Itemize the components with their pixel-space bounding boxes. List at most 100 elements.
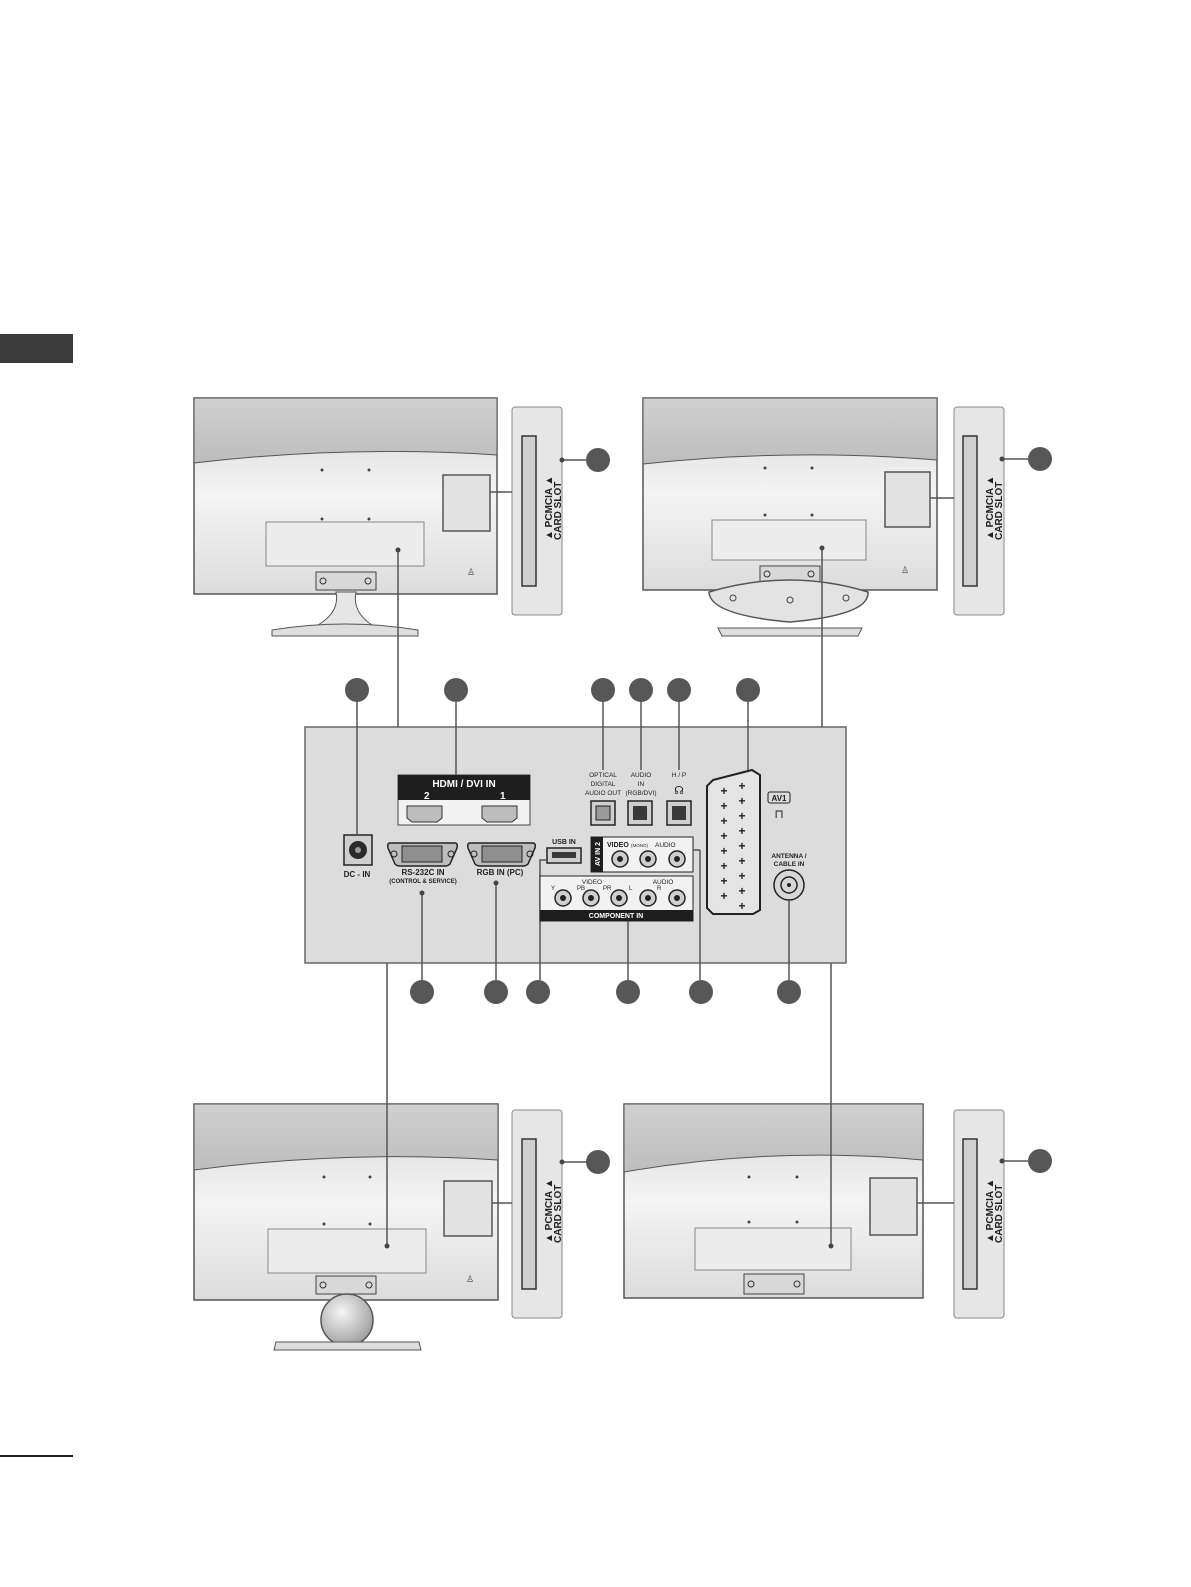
svg-text:+: + — [738, 854, 745, 868]
pcmcia-callout-1: ▲ PCMCIA ▲ CARD SLOT — [490, 406, 610, 616]
svg-text:♙: ♙ — [466, 1274, 474, 1284]
av1-label: AV1 — [772, 794, 788, 803]
tv-rear-view-4 — [623, 1103, 924, 1299]
headphone-icon: ☊ — [674, 785, 684, 797]
pcmcia-label-line2: CARD SLOT — [994, 482, 1005, 540]
svg-text:+: + — [738, 869, 745, 883]
pcmcia-label-line1: ▲ PCMCIA ▲ — [544, 1179, 555, 1243]
pcmcia-label-line1: ▲ PCMCIA ▲ — [544, 476, 555, 540]
antenna-label-line2: CABLE IN — [774, 861, 805, 868]
component-y-label: Y — [551, 886, 555, 892]
svg-text:+: + — [738, 884, 745, 898]
section-tab — [0, 334, 73, 363]
tv-rear-view-2: ♙ — [642, 397, 938, 637]
svg-text:+: + — [738, 824, 745, 838]
pcmcia-callout-3: ▲ PCMCIA ▲ CARD SLOT — [492, 1109, 610, 1319]
pcmcia-label-line1: ▲ PCMCIA ▲ — [985, 476, 996, 540]
callout-marker — [410, 980, 434, 1004]
callout-marker — [616, 980, 640, 1004]
pcmcia-label-line2: CARD SLOT — [994, 1185, 1005, 1243]
av-in-2-label: AV IN 2 — [595, 842, 602, 866]
rgb-in-label: RGB IN (PC) — [477, 868, 524, 877]
hdmi-port-2-label: 2 — [424, 791, 430, 802]
av-video-label: VIDEO — [607, 842, 629, 849]
svg-text:+: + — [720, 889, 727, 903]
av-audio-label: AUDIO — [655, 842, 676, 849]
component-pb-label: PB — [577, 886, 585, 892]
svg-text:+: + — [738, 779, 745, 793]
dc-in-label: DC - IN — [344, 870, 371, 879]
pcmcia-callout-2: ▲ PCMCIA ▲ CARD SLOT — [930, 406, 1052, 616]
svg-text:♙: ♙ — [467, 567, 475, 577]
scart-av1-connector[interactable]: ++ ++ ++ ++ ++ ++ ++ ++ + — [706, 702, 761, 915]
rs232c-label-line2: (CONTROL & SERVICE) — [389, 879, 456, 885]
rgb-in-port[interactable] — [467, 842, 536, 867]
av-mono-label: (MONO) — [631, 843, 648, 848]
tv-rear-view-3: ♙ — [193, 1103, 499, 1351]
pcmcia-label-line1: ▲ PCMCIA ▲ — [985, 1179, 996, 1243]
usb-in-label: USB IN — [552, 839, 576, 846]
component-r-label: R — [657, 886, 662, 892]
rear-connection-panel: HDMI / DVI IN 2 1 OPTICAL DIGITAL AUDIO … — [304, 702, 847, 980]
hdmi-dvi-in-group: HDMI / DVI IN 2 1 — [397, 702, 531, 826]
bottom-callout-markers — [410, 980, 801, 1004]
hdmi-2-port[interactable] — [406, 805, 443, 823]
component-pr-label: PR — [603, 886, 612, 892]
svg-text:+: + — [720, 859, 727, 873]
optical-label-line2: DIGITAL — [591, 781, 616, 788]
callout-marker — [1028, 1149, 1052, 1173]
callout-marker — [484, 980, 508, 1004]
callout-marker — [591, 678, 615, 702]
svg-text:+: + — [720, 874, 727, 888]
component-l-label: L — [629, 886, 633, 892]
callout-marker — [586, 1150, 610, 1174]
callout-marker — [629, 678, 653, 702]
hdmi-port-1-label: 1 — [500, 791, 506, 802]
svg-text:♙: ♙ — [901, 565, 909, 575]
av-in-2-group: AV IN 2 VIDEO (MONO) AUDIO — [590, 836, 701, 980]
audio-in-label-line2: IN — [638, 781, 645, 788]
audio-in-label-line1: AUDIO — [631, 772, 652, 779]
svg-text:+: + — [738, 809, 745, 823]
svg-text:+: + — [738, 794, 745, 808]
pcmcia-label-line2: CARD SLOT — [553, 1185, 564, 1243]
scart-icon: ⊓ — [774, 807, 783, 821]
page-footer-rule — [0, 1455, 73, 1457]
pcmcia-callout-4: ▲ PCMCIA ▲ CARD SLOT — [917, 1109, 1052, 1319]
rs232c-port[interactable] — [387, 842, 458, 867]
svg-text:+: + — [720, 844, 727, 858]
hdmi-1-port[interactable] — [481, 805, 518, 823]
callout-marker — [586, 448, 610, 472]
callout-marker — [526, 980, 550, 1004]
svg-text:+: + — [720, 799, 727, 813]
svg-text:+: + — [738, 839, 745, 853]
rs232c-label-line1: RS-232C IN — [401, 868, 444, 877]
callout-marker — [444, 678, 468, 702]
tv-to-panel-leaders — [384, 545, 834, 1249]
antenna-label-line1: ANTENNA / — [771, 853, 806, 860]
hp-label: H / P — [672, 772, 686, 779]
callout-marker — [667, 678, 691, 702]
component-in-group: COMPONENT IN VIDEO AUDIO Y PB PR L R — [539, 875, 694, 980]
svg-text:+: + — [720, 784, 727, 798]
callout-marker — [777, 980, 801, 1004]
callout-marker — [345, 678, 369, 702]
callout-marker — [689, 980, 713, 1004]
top-callout-markers — [345, 678, 760, 702]
component-in-label: COMPONENT IN — [589, 913, 643, 920]
component-video-label: VIDEO — [582, 879, 602, 886]
hdmi-header-label: HDMI / DVI IN — [432, 779, 495, 790]
optical-label-line1: OPTICAL — [589, 772, 617, 779]
dc-in-port[interactable] — [343, 834, 373, 866]
component-audio-label: AUDIO — [653, 879, 674, 886]
svg-text:+: + — [720, 829, 727, 843]
optical-label-line3: AUDIO OUT — [585, 790, 621, 797]
svg-text:+: + — [738, 899, 745, 913]
tv-rear-view-1: ♙ — [193, 397, 498, 637]
callout-marker — [1028, 447, 1052, 471]
callout-marker — [736, 678, 760, 702]
pcmcia-label-line2: CARD SLOT — [553, 482, 564, 540]
svg-text:+: + — [720, 814, 727, 828]
audio-in-label-line3: (RGB/DVI) — [625, 790, 656, 797]
